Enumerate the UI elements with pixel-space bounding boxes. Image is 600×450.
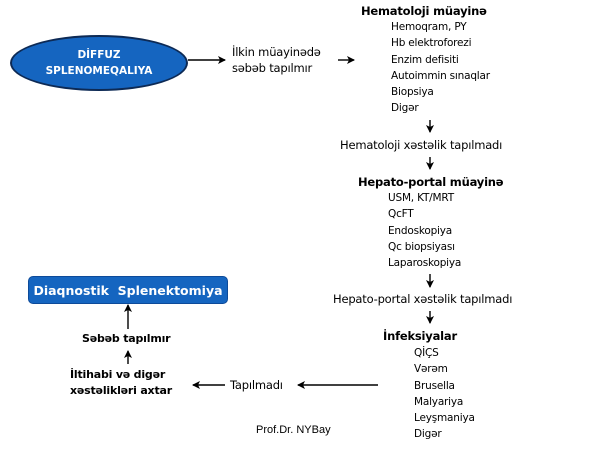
infections-item: Malyariya [414,395,464,408]
infections-item: Digər [414,428,442,441]
initial-exam-line1: İlkin müayinədə [232,45,321,59]
diagnostic-splenectomy-label: Diaqnostik Splenektomiya [33,282,223,298]
inflammatory-line2: xəstəlikləri axtar [70,384,172,397]
infections-item: QİÇS [414,347,439,359]
infections-item: Leyşmaniya [414,412,475,425]
author-credit: Prof.Dr. NYBay [256,424,331,436]
infections-item: Brusella [414,379,455,392]
hepato-portal-title: Hepato-portal müayinə [358,175,504,189]
hematology-item: Enzim defisiti [391,53,459,66]
not-found-label: Tapılmadı [230,378,283,392]
hepato-portal-list: USM, KT/MRT QcFT Endoskopiya Qc biopsiya… [388,190,461,271]
cause-not-found-label: Səbəb tapılmır [82,332,171,345]
hematology-item: Hb elektroforezi [391,37,472,50]
hematology-title: Hematoloji müayinə [361,4,487,18]
hepato-portal-item: USM, KT/MRT [388,192,454,204]
hepato-portal-result: Hepato-portal xəstəlik tapılmadı [333,292,513,306]
infections-title: İnfeksiyalar [383,329,457,343]
hepato-portal-item: Endoskopiya [388,224,453,237]
hematology-item: Hemoqram, PY [391,21,467,33]
hepato-portal-item: Laparoskopiya [388,257,462,270]
infections-item: Vərəm [414,363,448,376]
infections-list: QİÇS Vərəm Brusella Malyariya Leyşmaniya… [414,345,475,443]
hepato-portal-item: Qc biopsiyası [388,240,455,253]
hematology-list: Hemoqram, PY Hb elektroforezi Enzim defi… [391,19,490,117]
inflammatory-line1: İltihabi və digər [70,368,166,381]
hematology-item: Biopsiya [391,86,434,99]
hematology-item: Digər [391,102,419,115]
start-line2: SPLENOMEQALIYA [45,65,153,77]
start-line1: DİFFUZ [77,49,121,61]
hepato-portal-item: QcFT [388,208,414,221]
inflammatory-node: İltihabi və digər xəstəlikləri axtar [70,367,172,399]
start-node-diffuse-splenomegaly: DİFFUZ SPLENOMEQALIYA [10,35,188,91]
diagnostic-splenectomy-box: Diaqnostik Splenektomiya [28,276,228,304]
hematology-result: Hematoloji xəstəlik tapılmadı [340,138,503,152]
initial-exam-line2: səbəb tapılmır [232,61,312,75]
initial-exam-node: İlkin müayinədə səbəb tapılmır [232,44,321,76]
hematology-item: Autoimmin sınaqlar [391,69,490,82]
